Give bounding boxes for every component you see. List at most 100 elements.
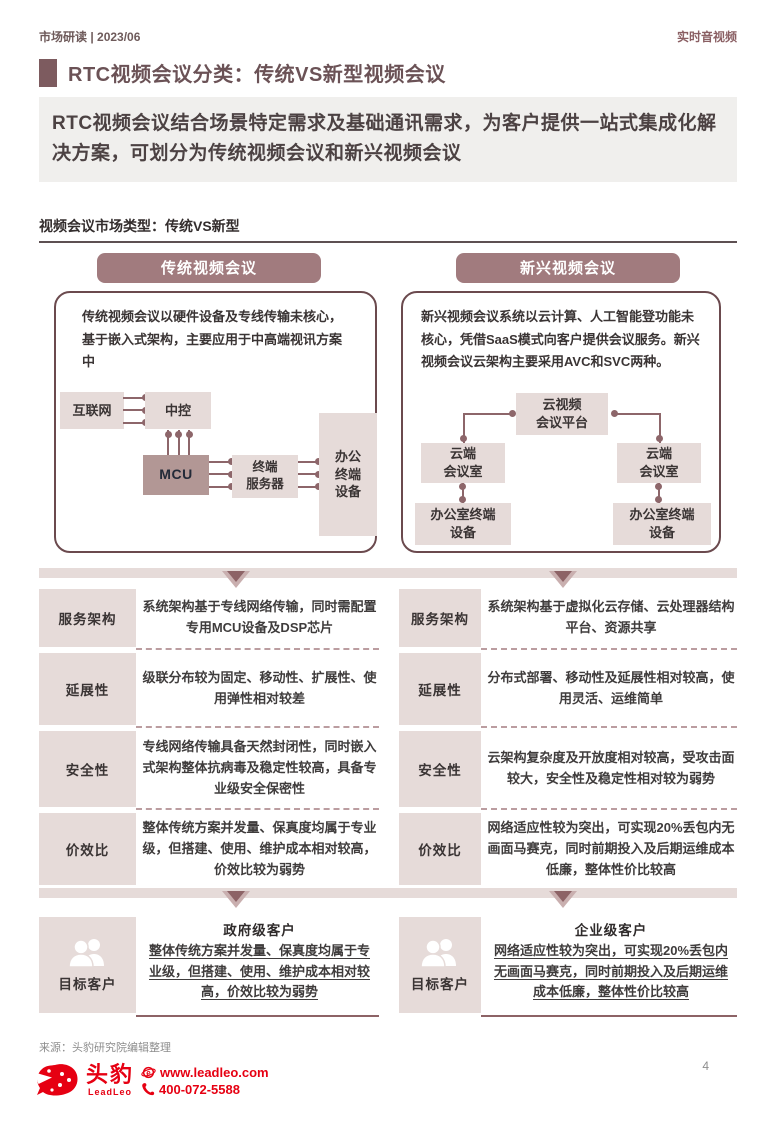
target-text-cell: 政府级客户 整体传统方案并发量、保真度均属于专业级，但搭建、使用、维护成本相对较… — [136, 913, 379, 1017]
target-customers: 目标客户 政府级客户 整体传统方案并发量、保真度均属于专业级，但搭建、使用、维护… — [39, 913, 737, 1017]
traditional-header-pill: 传统视频会议 — [97, 252, 321, 283]
emerging-rows: 服务架构 系统架构基于虚拟化云存储、云处理器结构平台、资源共享 延展性 分布式部… — [399, 586, 737, 888]
svg-text:e: e — [146, 1068, 151, 1077]
table-row: 价效比 网络适应性较为突出，可实现20%丢包内无画面马赛克，同时前期投入及后期运… — [399, 810, 737, 888]
page-number: 4 — [702, 1058, 709, 1073]
emerging-target: 目标客户 企业级客户 网络适应性较为突出，可实现20%丢包内无画面马赛克，同时前… — [399, 913, 737, 1017]
row-label: 安全性 — [399, 730, 481, 807]
comparison-table: 服务架构 系统架构基于专线网络传输，同时需配置专用MCU设备及DSP芯片 延展性… — [39, 586, 737, 888]
globe-e-icon: e — [141, 1066, 156, 1078]
connector-mcu-server — [209, 458, 235, 491]
mcu-node: MCU — [143, 454, 209, 495]
architecture-columns: 传统视频会议 传统视频会议以硬件设备及专线传输未核心，基于嵌入式架构，主要应用于… — [39, 252, 737, 553]
flow-divider-top — [39, 567, 737, 588]
emerging-description: 新兴视频会议系统以云计算、人工智能登功能未核心，凭借SaaS模式向客户提供会议服… — [421, 308, 700, 370]
connector-dot — [655, 495, 662, 503]
table-row: 安全性 云架构复杂度及开放度相对较高，受攻击面较大，安全性及稳定性相对较为弱势 — [399, 728, 737, 810]
target-body: 整体传统方案并发量、保真度均属于专业级，但搭建、使用、维护成本相对较高，价效比较… — [148, 942, 370, 1000]
table-row: 服务架构 系统架构基于专线网络传输，同时需配置专用MCU设备及DSP芯片 — [39, 586, 379, 650]
cloud-room-right-node: 云端 会议室 — [617, 442, 701, 483]
row-text: 分布式部署、移动性及延展性相对较高，使用灵活、运维简单 — [481, 650, 737, 728]
summary-box: RTC视频会议结合场景特定需求及基础通讯需求，为客户提供一站式集成化解决方案，可… — [39, 97, 737, 182]
row-label: 延展性 — [399, 652, 481, 725]
title-row: RTC视频会议分类：传统VS新型视频会议 — [39, 58, 737, 87]
phone-number: 400-072-5588 — [159, 1081, 240, 1097]
row-text: 系统架构基于专线网络传输，同时需配置专用MCU设备及DSP芯片 — [136, 586, 379, 650]
traditional-target: 目标客户 政府级客户 整体传统方案并发量、保真度均属于专业级，但搭建、使用、维护… — [39, 913, 379, 1017]
target-label-cell: 目标客户 — [399, 916, 481, 1013]
row-label: 价效比 — [39, 812, 136, 885]
row-label: 服务架构 — [399, 588, 481, 647]
users-icon — [420, 938, 456, 967]
header-topic: 实时音视频 — [676, 30, 737, 44]
traditional-column: 传统视频会议 传统视频会议以硬件设备及专线传输未核心，基于嵌入式架构，主要应用于… — [39, 252, 379, 553]
internet-node: 互联网 — [60, 391, 124, 429]
table-row: 服务架构 系统架构基于虚拟化云存储、云处理器结构平台、资源共享 — [399, 586, 737, 650]
row-text: 网络适应性较为突出，可实现20%丢包内无画面马赛克，同时前期投入及后期运维成本低… — [487, 820, 735, 878]
table-row: 延展性 分布式部署、移动性及延展性相对较高，使用灵活、运维简单 — [399, 650, 737, 728]
office-terminal-right-node: 办公室终端 设备 — [613, 502, 711, 545]
connector-control-mcu — [164, 429, 193, 455]
title-accent-square — [39, 58, 57, 87]
target-label: 目标客户 — [411, 976, 469, 992]
row-text: 云架构复杂度及开放度相对较高，受攻击面较大，安全性及稳定性相对较为弱势 — [481, 728, 737, 810]
terminal-server-node: 终端 服务器 — [232, 454, 298, 498]
down-arrow-icon — [549, 890, 577, 908]
page-header: 市场研读 | 2023/06 实时音视频 — [39, 28, 737, 45]
connector-line — [658, 482, 660, 503]
header-edition: 市场研读 | 2023/06 — [39, 30, 141, 44]
target-title: 企业级客户 — [574, 922, 648, 938]
table-row: 延展性 级联分布较为固定、移动性、扩展性、使用弹性相对较差 — [39, 650, 379, 728]
brand-row: 头豹 LeadLeo e www.leadleo.com 400-072 — [35, 1063, 737, 1099]
central-control-node: 中控 — [145, 391, 211, 429]
connector-line — [463, 412, 465, 443]
emerging-header-pill: 新兴视频会议 — [456, 252, 680, 283]
row-label: 价效比 — [399, 812, 481, 885]
page-footer: 来源：头豹研究院编辑整理 头豹 LeadLeo — [36, 1039, 737, 1099]
down-arrow-icon — [222, 890, 250, 908]
leopard-logo-icon — [36, 1063, 78, 1096]
table-row: 安全性 专线网络传输具备天然封闭性，同时嵌入式架构整体抗病毒及稳定性较高，具备专… — [39, 728, 379, 810]
connector-dot — [656, 434, 663, 442]
emerging-column: 新兴视频会议 新兴视频会议系统以云计算、人工智能登功能未核心，凭借SaaS模式向… — [399, 252, 737, 553]
row-label: 安全性 — [39, 730, 136, 807]
connector-dot — [460, 434, 467, 442]
connector-dot — [611, 409, 618, 417]
connector-server-office — [298, 458, 322, 491]
row-text: 专线网络传输具备天然封闭性，同时嵌入式架构整体抗病毒及稳定性较高，具备专业级安全… — [136, 728, 379, 810]
traditional-rows: 服务架构 系统架构基于专线网络传输，同时需配置专用MCU设备及DSP芯片 延展性… — [39, 586, 379, 888]
connector-line — [615, 412, 661, 415]
down-arrow-icon — [549, 570, 577, 588]
emerging-architecture-box: 新兴视频会议系统以云计算、人工智能登功能未核心，凭借SaaS模式向客户提供会议服… — [401, 290, 721, 553]
users-icon — [67, 938, 104, 967]
row-text: 级联分布较为固定、移动性、扩展性、使用弹性相对较差 — [136, 650, 379, 728]
row-text: 整体传统方案并发量、保真度均属于专业级，但搭建、使用、维护成本相对较高，价效比较… — [142, 820, 377, 878]
target-label-cell: 目标客户 — [39, 916, 136, 1013]
table-row: 价效比 整体传统方案并发量、保真度均属于专业级，但搭建、使用、维护成本相对较高，… — [39, 810, 379, 888]
traditional-architecture-box: 传统视频会议以硬件设备及专线传输未核心，基于嵌入式架构，主要应用于中高端视讯方案… — [54, 290, 377, 553]
connector-dot — [459, 495, 466, 503]
connector-dot — [459, 482, 466, 490]
cloud-room-left-node: 云端 会议室 — [421, 442, 505, 483]
page-title: RTC视频会议分类：传统VS新型视频会议 — [68, 64, 446, 86]
connector-dot — [655, 482, 662, 490]
website-link[interactable]: www.leadleo.com — [160, 1064, 269, 1080]
target-body: 网络适应性较为突出，可实现20%丢包内无画面马赛克，同时前期投入及后期运维成本低… — [493, 942, 729, 1000]
source-note: 来源：头豹研究院编辑整理 — [39, 1041, 171, 1054]
row-label: 服务架构 — [39, 588, 136, 647]
traditional-description: 传统视频会议以硬件设备及专线传输未核心，基于嵌入式架构，主要应用于中高端视讯方案… — [82, 308, 343, 370]
section-label: 视频会议市场类型：传统VS新型 — [39, 216, 737, 243]
connector-dot — [509, 409, 516, 417]
connector-internet-control — [123, 394, 149, 427]
cloud-platform-node: 云视频 会议平台 — [516, 392, 608, 435]
flow-divider-bottom — [39, 887, 737, 908]
target-label: 目标客户 — [58, 976, 117, 992]
row-label: 延展性 — [39, 652, 136, 725]
connector-line — [463, 412, 511, 415]
office-terminal-left-node: 办公室终端 设备 — [415, 502, 511, 545]
brand-subname: LeadLeo — [88, 1087, 133, 1098]
target-text-cell: 企业级客户 网络适应性较为突出，可实现20%丢包内无画面马赛克，同时前期投入及后… — [481, 913, 737, 1017]
target-title: 政府级客户 — [223, 922, 296, 938]
row-text: 系统架构基于虚拟化云存储、云处理器结构平台、资源共享 — [481, 586, 737, 650]
